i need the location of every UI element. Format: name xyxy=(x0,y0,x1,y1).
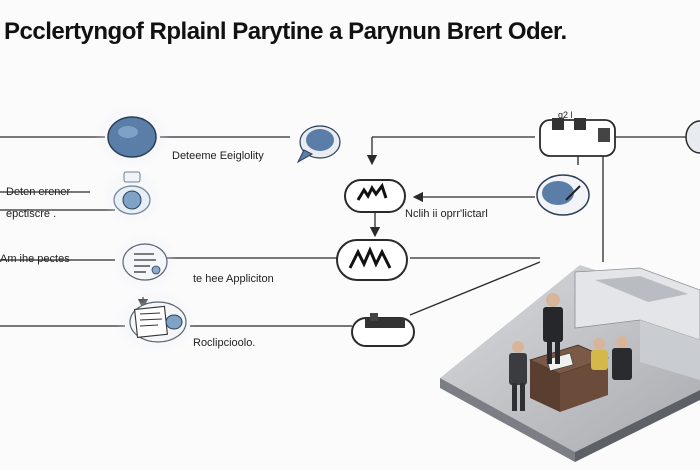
person-left xyxy=(509,341,527,411)
connector-lines xyxy=(0,136,690,327)
label-the-application: te hee Appliciton xyxy=(193,273,274,285)
courthouse-icon xyxy=(336,239,408,281)
person-right xyxy=(612,336,632,380)
gavel-icon xyxy=(344,179,406,213)
person-judge xyxy=(543,293,563,364)
document-icon xyxy=(122,243,168,281)
partial-right-icon xyxy=(685,120,700,154)
person-yellow xyxy=(591,338,608,370)
globe-icon xyxy=(107,116,157,158)
page-title: Pcclertyngof Rplainl Parytine a Parynun … xyxy=(4,18,567,45)
label-am-the-process: Am ihe pectes xyxy=(0,253,70,265)
signature-document-icon xyxy=(129,301,187,343)
label-multiple-parties: Nclih ii oprr'lictarl xyxy=(405,208,488,220)
chat-bubble-icon xyxy=(296,125,341,164)
seal-icon xyxy=(536,174,590,216)
label-reciprocal: Roclipcioolo. xyxy=(193,337,256,349)
label-determine-eligibility: Deteeme Eeiglolity xyxy=(172,150,264,162)
label-top-sign: g2 l xyxy=(558,110,573,120)
label-determine-process-2: epctiscre . xyxy=(6,208,57,220)
clipboard-icon xyxy=(113,171,151,215)
courtroom-scene xyxy=(440,265,700,462)
printer-icon xyxy=(539,118,616,157)
scanner-icon xyxy=(351,313,415,347)
